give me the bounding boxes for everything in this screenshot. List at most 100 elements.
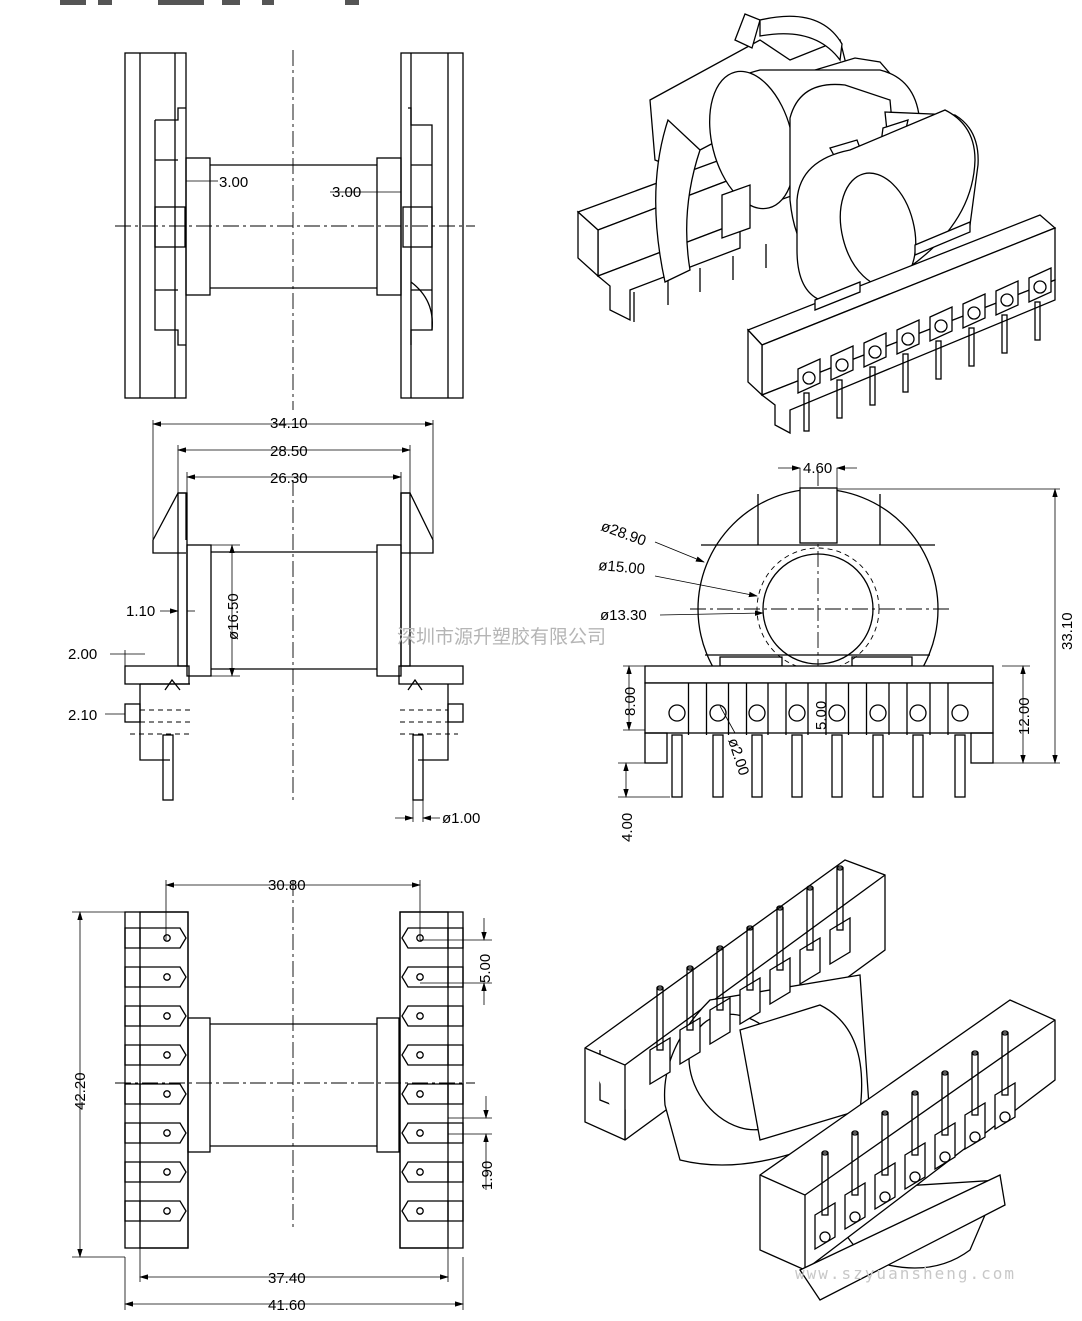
isometric-view-top xyxy=(576,13,1057,435)
left-pin-tab xyxy=(124,1122,141,1144)
front-pin-hole xyxy=(748,704,766,722)
dim-4-00: 4.00 xyxy=(619,813,636,842)
dim-42-20: 42.20 xyxy=(72,1072,89,1110)
iso-pin-block xyxy=(830,344,854,382)
left-pin-tab xyxy=(124,1083,141,1105)
website-watermark: www.szyuansheng.com xyxy=(795,1264,1016,1283)
iso-pin-leg xyxy=(902,353,909,393)
iso-pin-leg xyxy=(911,1092,919,1156)
front-pin xyxy=(791,734,803,798)
iso-pin-leg xyxy=(881,1112,889,1176)
iso-pin-leg xyxy=(935,340,942,380)
right-pin-tab xyxy=(447,1161,464,1183)
front-pin-hole xyxy=(951,704,969,722)
front-pin xyxy=(912,734,924,798)
bottom-view: 30.80 5.00 42.20 1.90 37.40 41.60 xyxy=(72,877,496,1314)
front-pin-hole xyxy=(709,704,727,722)
bottom-view-left-pin-row xyxy=(124,927,187,1222)
iso-pin-tip xyxy=(1001,1030,1009,1036)
front-slot xyxy=(767,683,787,735)
iso-pin-tip xyxy=(821,1150,829,1156)
iso-pin-leg xyxy=(656,987,664,1051)
front-pin xyxy=(831,734,843,798)
iso-pin-tip xyxy=(776,905,784,911)
iso-pin-leg xyxy=(836,867,844,931)
right-pin-tab xyxy=(447,1005,464,1027)
dim-3-00-right: 3.00 xyxy=(332,184,361,201)
left-pin-hole xyxy=(163,1090,171,1098)
right-pin-hole xyxy=(416,1012,424,1020)
iso-pin-tip xyxy=(941,1070,949,1076)
dim-13-30: ø13.30 xyxy=(600,607,647,624)
dim-1-90: 1.90 xyxy=(479,1161,496,1190)
left-pad-outline xyxy=(140,927,187,949)
right-pad-outline xyxy=(401,966,448,988)
dim-28-90: ø28.90 xyxy=(599,518,649,550)
dim-16-50: ø16.50 xyxy=(225,593,242,640)
iso-pin-block xyxy=(995,279,1019,317)
front-pin-hole xyxy=(788,704,806,722)
iso-pin-head xyxy=(909,1171,921,1183)
iso-pin-leg xyxy=(1001,1032,1009,1096)
iso-pin-tip xyxy=(806,885,814,891)
right-pin-hole xyxy=(416,973,424,981)
iso-pin-head xyxy=(835,358,849,372)
right-pin-tab xyxy=(447,1200,464,1222)
dim-30-80: 30.80 xyxy=(268,877,306,894)
iso-pin-leg xyxy=(1034,301,1041,341)
dim-2-10: 2.10 xyxy=(68,707,97,724)
iso-pin-head xyxy=(819,1231,831,1243)
left-pad-outline xyxy=(140,1161,187,1183)
iso-pin-leg xyxy=(968,327,975,367)
dim-12-00: 12.00 xyxy=(1016,697,1033,735)
front-slot xyxy=(807,683,827,735)
left-pin-hole xyxy=(163,1012,171,1020)
right-pad-outline xyxy=(401,1161,448,1183)
right-pin-hole xyxy=(416,1051,424,1059)
left-pin-hole xyxy=(163,973,171,981)
iso-top-pin-row xyxy=(797,266,1052,432)
dim-41-60: 41.60 xyxy=(268,1297,306,1314)
front-view: 4.60 ø28.90 ø15.00 ø13.30 33.10 8.00 5.0… xyxy=(598,460,1076,842)
right-pad-outline xyxy=(401,1083,448,1105)
dim-26-30: 26.30 xyxy=(270,470,308,487)
iso-pin-head xyxy=(1000,293,1014,307)
right-pad-outline xyxy=(401,927,448,949)
front-pin xyxy=(872,734,884,798)
iso-pin-head xyxy=(1033,280,1047,294)
iso-pin-block xyxy=(797,357,821,395)
iso-pin-head xyxy=(999,1111,1011,1123)
iso-pin-head xyxy=(802,371,816,385)
side-view: 34.10 28.50 26.30 ø16.50 1.10 2.00 2.10 … xyxy=(68,415,480,827)
left-pad-outline xyxy=(140,1122,187,1144)
right-pin-hole xyxy=(416,1129,424,1137)
left-pin-tab xyxy=(124,1200,141,1222)
iso-pin-tip xyxy=(851,1130,859,1136)
iso-pin-head xyxy=(849,1211,861,1223)
iso-pin-leg xyxy=(836,379,843,419)
dim-4-60: 4.60 xyxy=(803,460,832,477)
front-pin-hole xyxy=(909,704,927,722)
iso-pin-head xyxy=(967,306,981,320)
iso-pin-leg xyxy=(716,947,724,1011)
left-pad-outline xyxy=(140,1005,187,1027)
left-pad-outline xyxy=(140,1044,187,1066)
dim-1-10: 1.10 xyxy=(126,603,155,620)
iso-pin-block xyxy=(896,318,920,356)
right-pin-tab xyxy=(447,1122,464,1144)
front-pin-hole xyxy=(828,704,846,722)
dim-8-00: 8.00 xyxy=(622,687,639,716)
dim-2-00-pin: ø2.00 xyxy=(724,736,752,778)
right-pad-outline xyxy=(401,1122,448,1144)
front-slot xyxy=(727,683,748,735)
iso-pin-tip xyxy=(836,865,844,871)
iso-pin-block xyxy=(962,292,986,330)
dim-15-00: ø15.00 xyxy=(598,557,646,578)
front-view-pin-row xyxy=(668,683,969,798)
bottom-view-right-pin-row xyxy=(401,927,464,1222)
dim-3-00-left: 3.00 xyxy=(219,174,248,191)
iso-pin-tip xyxy=(971,1050,979,1056)
iso-pin-block xyxy=(863,331,887,369)
iso-pin-tip xyxy=(881,1110,889,1116)
iso-pin-tip xyxy=(911,1090,919,1096)
